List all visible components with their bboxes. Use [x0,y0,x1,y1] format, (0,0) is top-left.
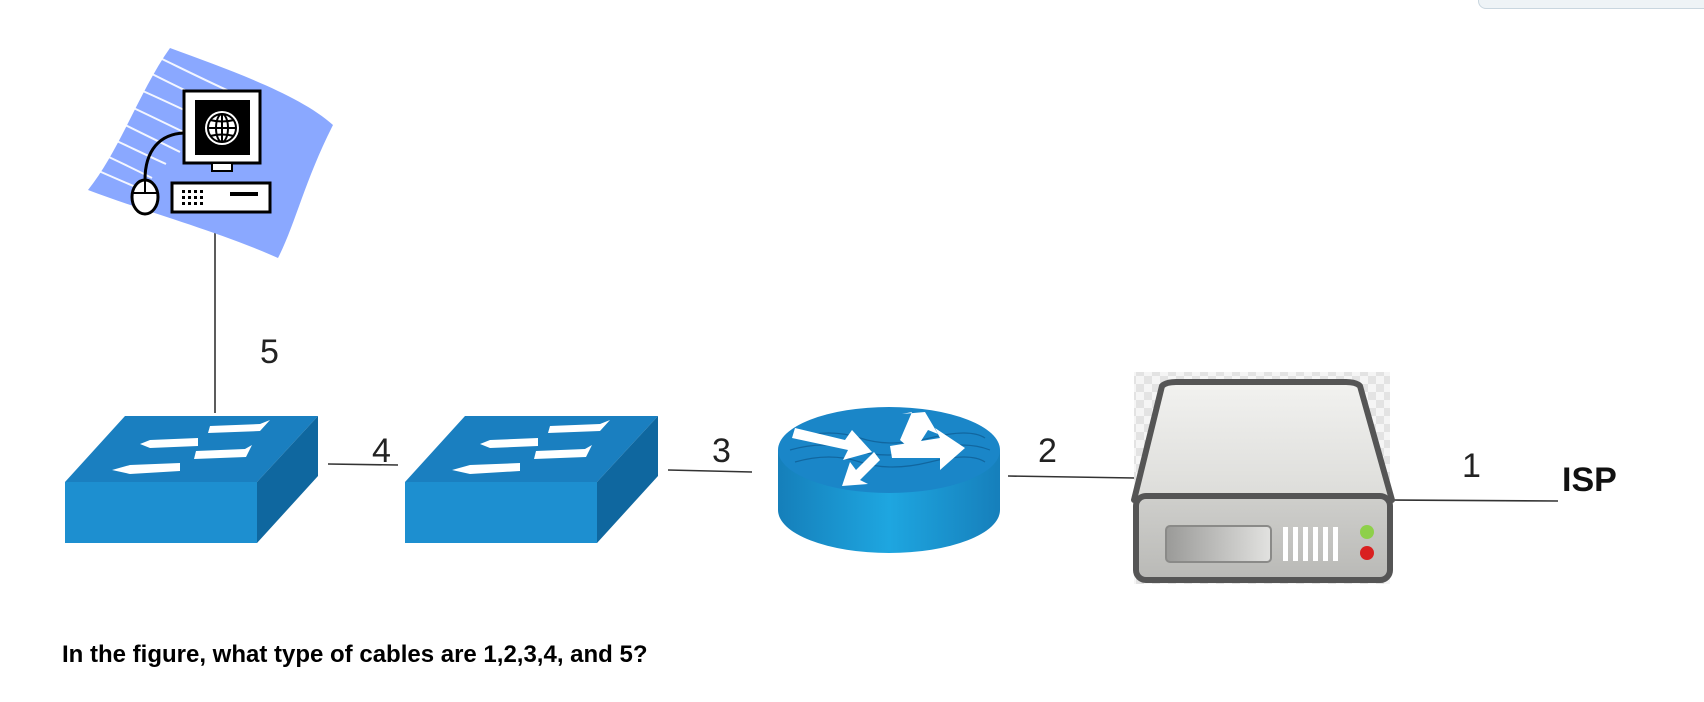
router-icon [778,407,1000,553]
server-icon [1131,372,1395,584]
cable-label-1: 1 [1462,447,1481,485]
red-led [1360,546,1374,560]
switch-icon [65,416,318,543]
question-text: In the figure, what type of cables are 1… [62,641,648,668]
pc-base [170,181,272,214]
cables [214,232,1559,502]
cable-label-4: 4 [372,432,391,470]
cable-2-line [1007,475,1136,479]
switch-icon [405,416,658,543]
cable-1-line [1389,499,1559,502]
isp-label: ISP [1562,461,1617,499]
cable-4-line [327,463,399,466]
computer-icon [88,48,333,258]
cable-3-line [667,469,753,473]
page-corner-tab [1478,0,1704,9]
cable-label-5: 5 [260,333,279,371]
cable-label-3: 3 [712,432,731,470]
green-led [1360,525,1374,539]
cable-label-2: 2 [1038,432,1057,470]
